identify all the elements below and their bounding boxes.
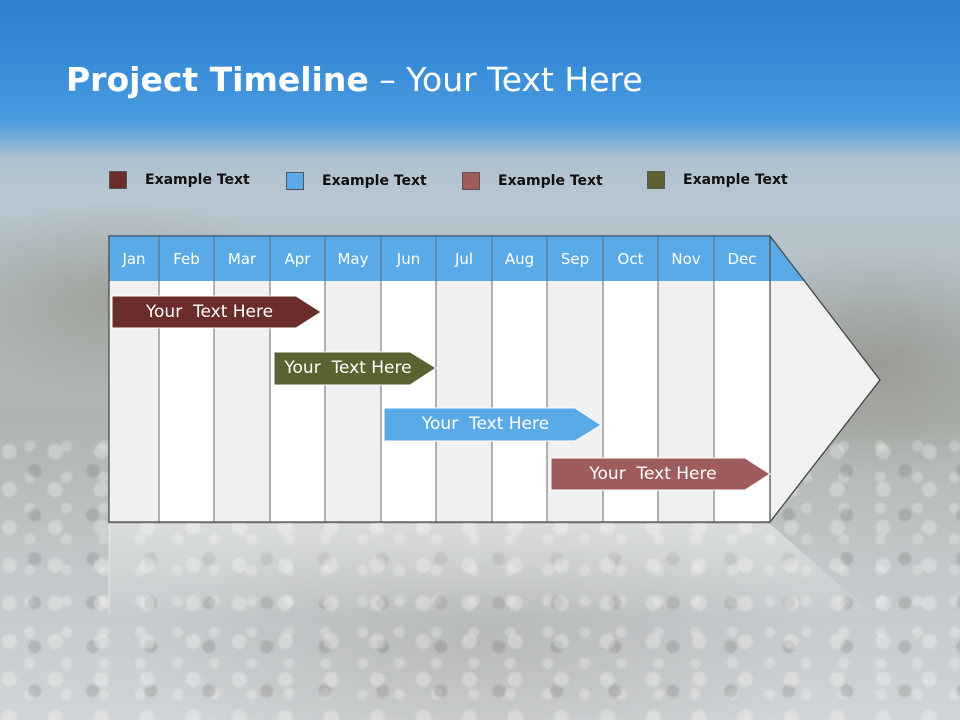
legend-label-1: Example Text: [145, 172, 250, 188]
legend-label-2: Example Text: [322, 173, 427, 189]
task-label-1: Your Text Here: [145, 302, 274, 322]
month-label-dec: Dec: [727, 250, 757, 268]
month-column-aug: [492, 281, 547, 522]
legend-item-2: Example Text: [286, 172, 427, 190]
legend-label-3: Example Text: [498, 173, 603, 189]
month-label-oct: Oct: [617, 250, 644, 268]
task-arrow-1: [111, 295, 322, 329]
legend-item-1: Example Text: [109, 171, 250, 189]
task-arrow-2: [273, 351, 437, 386]
month-label-sep: Sep: [560, 250, 590, 268]
task-arrow-3: [383, 407, 602, 442]
timeline-reflection: [109, 524, 880, 620]
legend-item-3: Example Text: [462, 172, 603, 190]
month-label-nov: Nov: [671, 250, 701, 268]
month-label-mar: Mar: [227, 250, 257, 268]
month-label-may: May: [337, 250, 369, 268]
legend-swatch-1: [109, 171, 127, 189]
month-label-jun: Jun: [396, 250, 421, 268]
month-header-band: [109, 236, 806, 281]
month-column-may: [325, 281, 381, 522]
month-label-apr: Apr: [284, 250, 311, 268]
legend-swatch-4: [647, 171, 665, 189]
month-label-jul: Jul: [454, 250, 474, 268]
task-label-2: Your Text Here: [284, 358, 412, 378]
title-rest: – Your Text Here: [368, 60, 643, 99]
month-label-aug: Aug: [504, 250, 535, 268]
legend-swatch-2: [286, 172, 304, 190]
title-bold: Project Timeline: [66, 60, 369, 99]
arrow-tip-outline: [769, 234, 881, 524]
task-label-4: Your Text Here: [589, 464, 717, 484]
month-column-jun: [381, 281, 436, 522]
slide-title: Project Timeline – Your Text Here: [66, 60, 643, 99]
legend-swatch-3: [462, 172, 480, 190]
month-label-jan: Jan: [122, 250, 146, 268]
month-column-jul: [436, 281, 492, 522]
legend-item-4: Example Text: [647, 171, 788, 189]
task-label-3: Your Text Here: [421, 414, 550, 434]
legend-label-4: Example Text: [683, 172, 788, 188]
month-label-feb: Feb: [173, 250, 200, 268]
title-band: [0, 0, 960, 160]
task-arrow-4: [550, 457, 771, 491]
